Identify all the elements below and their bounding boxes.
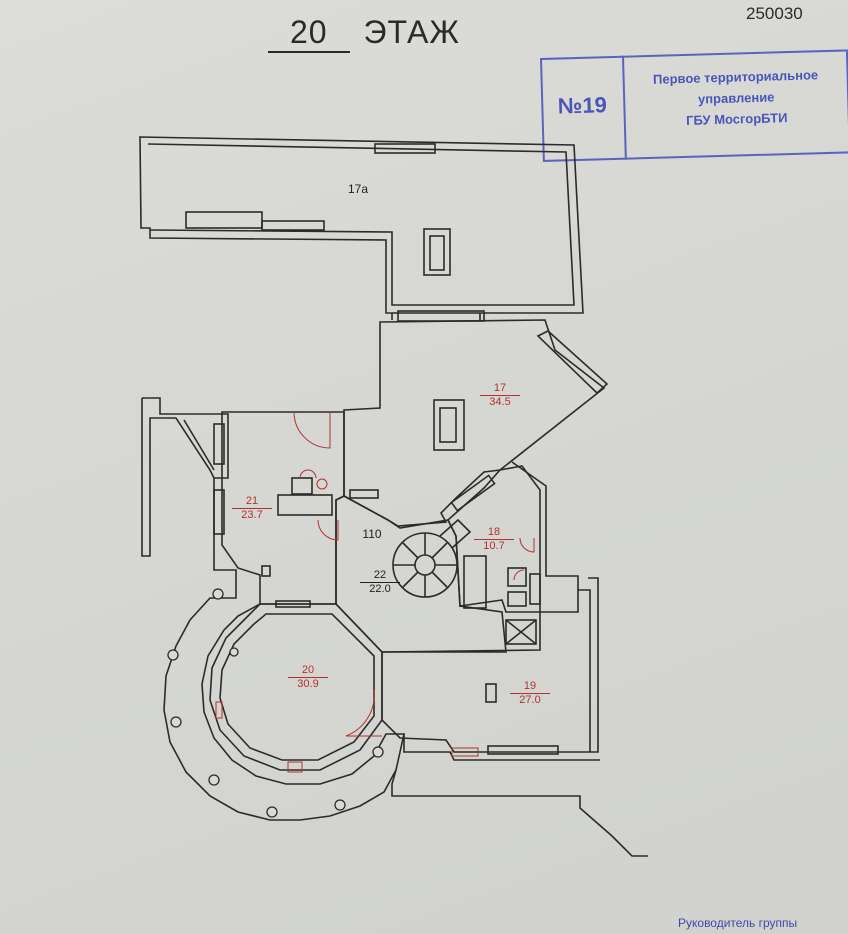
room-19-area: 27.0 bbox=[510, 693, 550, 707]
room-110-label: 110 bbox=[352, 528, 392, 541]
wall-room-17a bbox=[139, 136, 584, 314]
bathtub-18 bbox=[463, 555, 487, 609]
window-18 bbox=[450, 474, 496, 512]
room-22-label: 22 22.0 bbox=[360, 569, 400, 596]
column-19 bbox=[485, 683, 497, 703]
window-17a-mid bbox=[261, 220, 325, 231]
wall-room-17 bbox=[343, 319, 606, 527]
room-19-number: 19 bbox=[523, 680, 537, 692]
room-17a-number: 17а bbox=[347, 182, 369, 196]
door-22 bbox=[349, 489, 379, 499]
room-22-number: 22 bbox=[373, 569, 387, 581]
window-17a-left bbox=[185, 211, 263, 229]
wall-balcony-left bbox=[142, 397, 405, 821]
room-20-label: 20 30.9 bbox=[288, 664, 328, 691]
room-18-number: 18 bbox=[487, 526, 501, 538]
bath-21 bbox=[277, 494, 333, 516]
column-5 bbox=[266, 806, 278, 818]
column-7 bbox=[229, 647, 239, 657]
signature-caption: Руководитель группы bbox=[678, 916, 798, 930]
sink-18 bbox=[507, 567, 527, 587]
toilet-18 bbox=[507, 591, 527, 607]
fixture-17a bbox=[423, 228, 451, 276]
document-code: 250030 bbox=[746, 4, 803, 23]
room-17a-label: 17а bbox=[338, 183, 378, 196]
window-19-bottom bbox=[487, 745, 559, 755]
room-17-label: 17 34.5 bbox=[480, 382, 520, 409]
room-21-area: 23.7 bbox=[232, 508, 272, 522]
room-19-label: 19 27.0 bbox=[510, 680, 550, 707]
bay-window-17 bbox=[536, 330, 609, 395]
room-18-label: 18 10.7 bbox=[474, 526, 514, 553]
room-17-number: 17 bbox=[493, 382, 507, 394]
room-18-area: 10.7 bbox=[474, 539, 514, 553]
wall-room-19 bbox=[381, 589, 591, 753]
room-22-area: 22.0 bbox=[360, 582, 400, 596]
rotunda-door bbox=[275, 600, 311, 608]
floor-word: ЭТАЖ bbox=[363, 14, 460, 50]
window-top bbox=[374, 143, 436, 154]
wall-room-22 bbox=[335, 495, 507, 653]
column-1 bbox=[212, 588, 224, 600]
wall-room-17a-inner bbox=[147, 143, 575, 306]
room-21-label: 21 23.7 bbox=[232, 495, 272, 522]
fireplace-17 bbox=[433, 399, 465, 451]
column-3 bbox=[170, 716, 182, 728]
shaft-18 bbox=[505, 619, 537, 645]
column-2 bbox=[167, 649, 179, 661]
floor-title: 20 ЭТАЖ bbox=[268, 14, 460, 53]
wall-room-18-outer bbox=[511, 461, 579, 590]
floor-number: 20 bbox=[268, 14, 350, 53]
room-110-number: 110 bbox=[362, 527, 382, 541]
window-17-top bbox=[397, 310, 485, 322]
room-20-number: 20 bbox=[301, 664, 315, 676]
window-21-left bbox=[213, 423, 225, 465]
column-4 bbox=[208, 774, 220, 786]
wall-balcony-left-inner bbox=[141, 398, 215, 557]
column-6 bbox=[334, 799, 346, 811]
room-21-number: 21 bbox=[245, 495, 259, 507]
door-swings bbox=[215, 411, 535, 773]
room-20-area: 30.9 bbox=[288, 677, 328, 691]
wall-terrace-bottom bbox=[391, 769, 648, 857]
balcony-columns bbox=[167, 588, 384, 818]
room-17-area: 34.5 bbox=[480, 395, 520, 409]
column-8 bbox=[372, 746, 384, 758]
